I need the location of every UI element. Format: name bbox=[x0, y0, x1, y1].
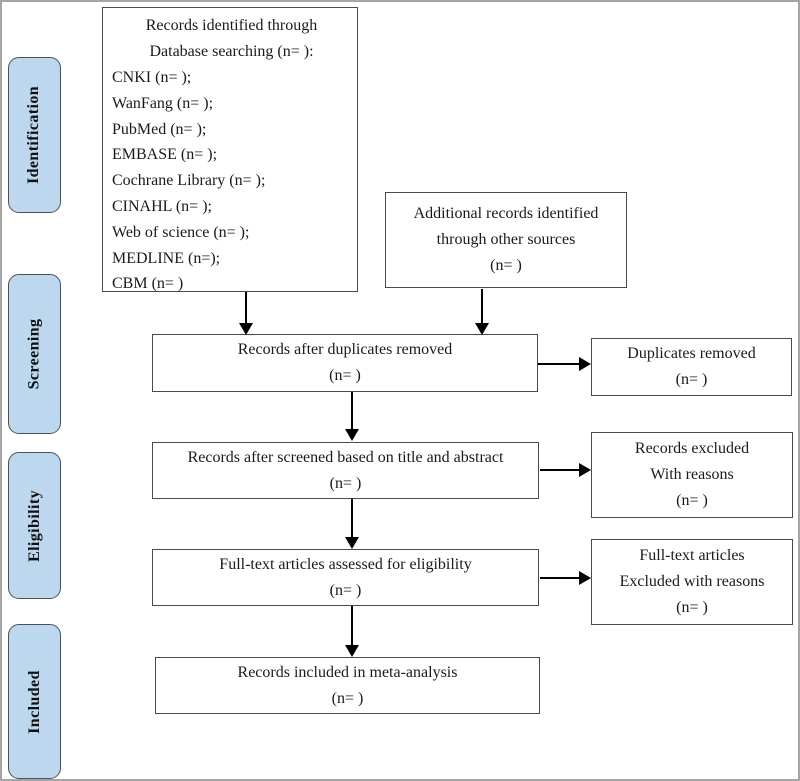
arrow-down-fulltext-to-included-icon bbox=[345, 606, 359, 657]
db-header-line: Records identified through bbox=[145, 17, 318, 34]
db-item-medline: MEDLINE (n=); bbox=[112, 249, 221, 267]
box-line: With reasons bbox=[650, 466, 734, 483]
box-line: Records excluded bbox=[634, 440, 750, 457]
box-line: Excluded with reasons bbox=[619, 573, 765, 590]
stage-included-label: Included bbox=[25, 669, 43, 734]
box-line: Duplicates removed bbox=[627, 345, 756, 362]
box-line: (n= ) bbox=[490, 257, 522, 274]
after-duplicates-box: Records after duplicates removed (n= ) bbox=[152, 334, 538, 392]
db-item-cinahl: CINAHL (n= ); bbox=[112, 197, 212, 215]
additional-records-box: Additional records identified through ot… bbox=[385, 192, 627, 288]
stage-eligibility-label: Eligibility bbox=[25, 489, 43, 562]
database-search-box: Records identified through Database sear… bbox=[102, 7, 358, 292]
box-line: Records after duplicates removed bbox=[237, 341, 453, 358]
box-line: (n= ) bbox=[329, 581, 362, 599]
box-line: (n= ) bbox=[676, 599, 708, 616]
box-line: (n= ) bbox=[329, 474, 362, 492]
fulltext-excluded-box: Full-text articles Excluded with reasons… bbox=[591, 539, 793, 625]
box-line: Full-text articles assessed for eligibil… bbox=[219, 555, 472, 573]
db-item-cochrane: Cochrane Library (n= ); bbox=[112, 172, 266, 190]
arrow-right-fulltext-to-excluded-icon bbox=[540, 571, 591, 585]
db-item-embase: EMBASE (n= ); bbox=[112, 146, 218, 164]
db-item-wanfang: WanFang (n= ); bbox=[112, 94, 214, 112]
arrow-down-additional-to-dedup-icon bbox=[475, 289, 489, 335]
box-line: (n= ) bbox=[675, 371, 708, 388]
stage-identification-label: Identification bbox=[25, 85, 43, 185]
box-line: Additional records identified bbox=[413, 205, 599, 222]
arrow-right-screened-to-excluded-icon bbox=[540, 463, 591, 477]
box-line: (n= ) bbox=[331, 689, 364, 707]
box-line: (n= ) bbox=[676, 492, 708, 509]
fulltext-assessed-box: Full-text articles assessed for eligibil… bbox=[152, 549, 539, 606]
db-item-cnki: CNKI (n= ); bbox=[112, 69, 192, 86]
box-line: Records included in meta-analysis bbox=[237, 663, 458, 681]
box-line: (n= ) bbox=[329, 367, 361, 384]
records-excluded-box: Records excluded With reasons (n= ) bbox=[591, 432, 793, 518]
included-meta-analysis-box: Records included in meta-analysis (n= ) bbox=[155, 657, 540, 714]
box-line: through other sources bbox=[436, 231, 576, 248]
stage-screening-label: Screening bbox=[25, 318, 43, 390]
arrow-down-screened-to-fulltext-icon bbox=[345, 499, 359, 549]
stage-eligibility: Eligibility bbox=[8, 452, 61, 599]
stage-screening: Screening bbox=[8, 274, 61, 434]
box-line: Records after screened based on title an… bbox=[187, 448, 504, 466]
db-header-line: Database searching (n= ): bbox=[149, 43, 314, 60]
arrow-down-database-to-dedup-icon bbox=[239, 292, 253, 335]
stage-identification: Identification bbox=[8, 57, 61, 213]
db-item-cbm: CBM (n= ) bbox=[112, 275, 184, 293]
stage-included: Included bbox=[8, 624, 61, 779]
arrow-down-dedup-to-screened-icon bbox=[345, 392, 359, 441]
db-item-pubmed: PubMed (n= ); bbox=[112, 120, 207, 138]
duplicates-removed-box: Duplicates removed (n= ) bbox=[591, 338, 792, 396]
title-abstract-screened-box: Records after screened based on title an… bbox=[152, 442, 539, 499]
db-item-webofscience: Web of science (n= ); bbox=[112, 223, 250, 241]
arrow-right-dedup-to-duplicates-icon bbox=[538, 357, 591, 371]
box-line: Full-text articles bbox=[639, 547, 745, 564]
